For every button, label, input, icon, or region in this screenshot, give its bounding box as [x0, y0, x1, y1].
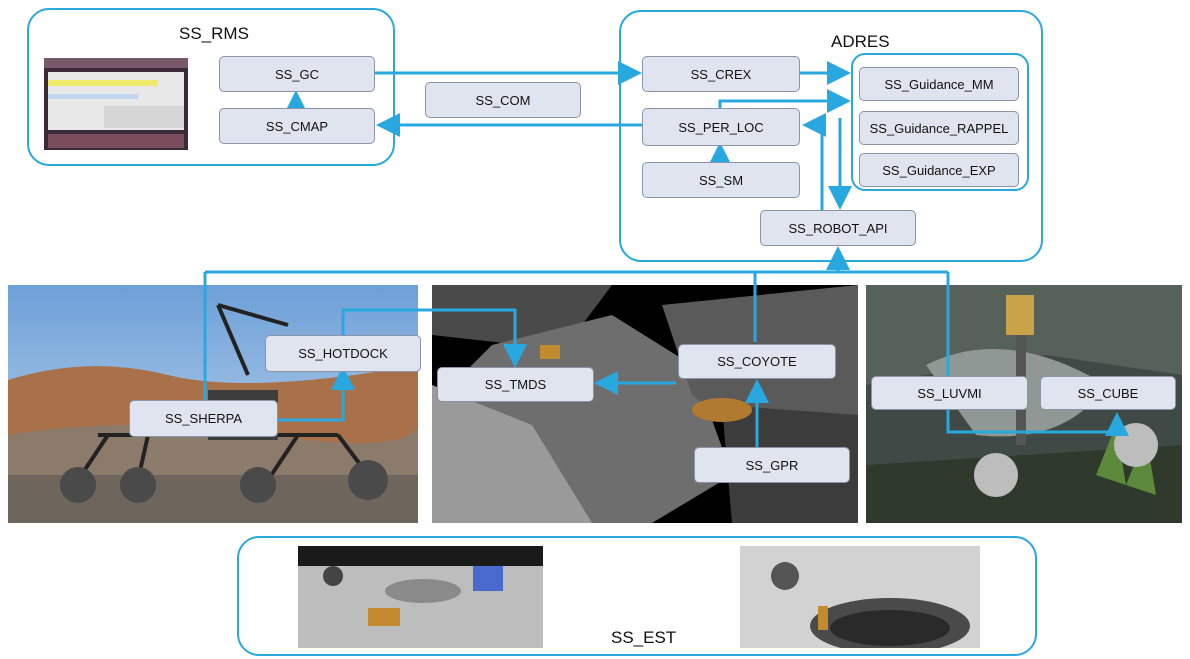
- node-ss-guidance-rappel: SS_Guidance_RAPPEL: [859, 111, 1019, 145]
- node-ss-gpr: SS_GPR: [694, 447, 850, 483]
- node-ss-tmds: SS_TMDS: [437, 367, 594, 402]
- node-ss-guidance-exp: SS_Guidance_EXP: [859, 153, 1019, 187]
- adres-group-title: ADRES: [831, 32, 890, 51]
- sherpa-rover-photo: [8, 285, 418, 523]
- node-ss-sherpa: SS_SHERPA: [129, 400, 278, 437]
- rms-group: SS_RMS: [27, 8, 395, 166]
- rms-software-screenshot: [44, 58, 188, 150]
- node-ss-gc: SS_GC: [219, 56, 375, 92]
- est-lunar-surface-render-1: [298, 546, 543, 648]
- node-ss-sm: SS_SM: [642, 162, 800, 198]
- node-ss-cube: SS_CUBE: [1040, 376, 1176, 410]
- node-ss-hotdock: SS_HOTDOCK: [265, 335, 421, 372]
- coyote-lunar-cave-render: [432, 285, 858, 523]
- node-ss-com: SS_COM: [425, 82, 581, 118]
- rms-group-title: SS_RMS: [179, 24, 249, 43]
- node-ss-per-loc: SS_PER_LOC: [642, 108, 800, 146]
- node-ss-coyote: SS_COYOTE: [678, 344, 836, 379]
- est-group-title: SS_EST: [611, 628, 677, 647]
- node-ss-cmap: SS_CMAP: [219, 108, 375, 144]
- guidance-group: [851, 53, 1029, 191]
- node-ss-robot-api: SS_ROBOT_API: [760, 210, 916, 246]
- est-lunar-surface-render-2: [740, 546, 980, 648]
- node-ss-crex: SS_CREX: [642, 56, 800, 92]
- est-group: SS_EST: [237, 536, 1037, 656]
- node-ss-guidance-mm: SS_Guidance_MM: [859, 67, 1019, 101]
- node-ss-luvmi: SS_LUVMI: [871, 376, 1028, 410]
